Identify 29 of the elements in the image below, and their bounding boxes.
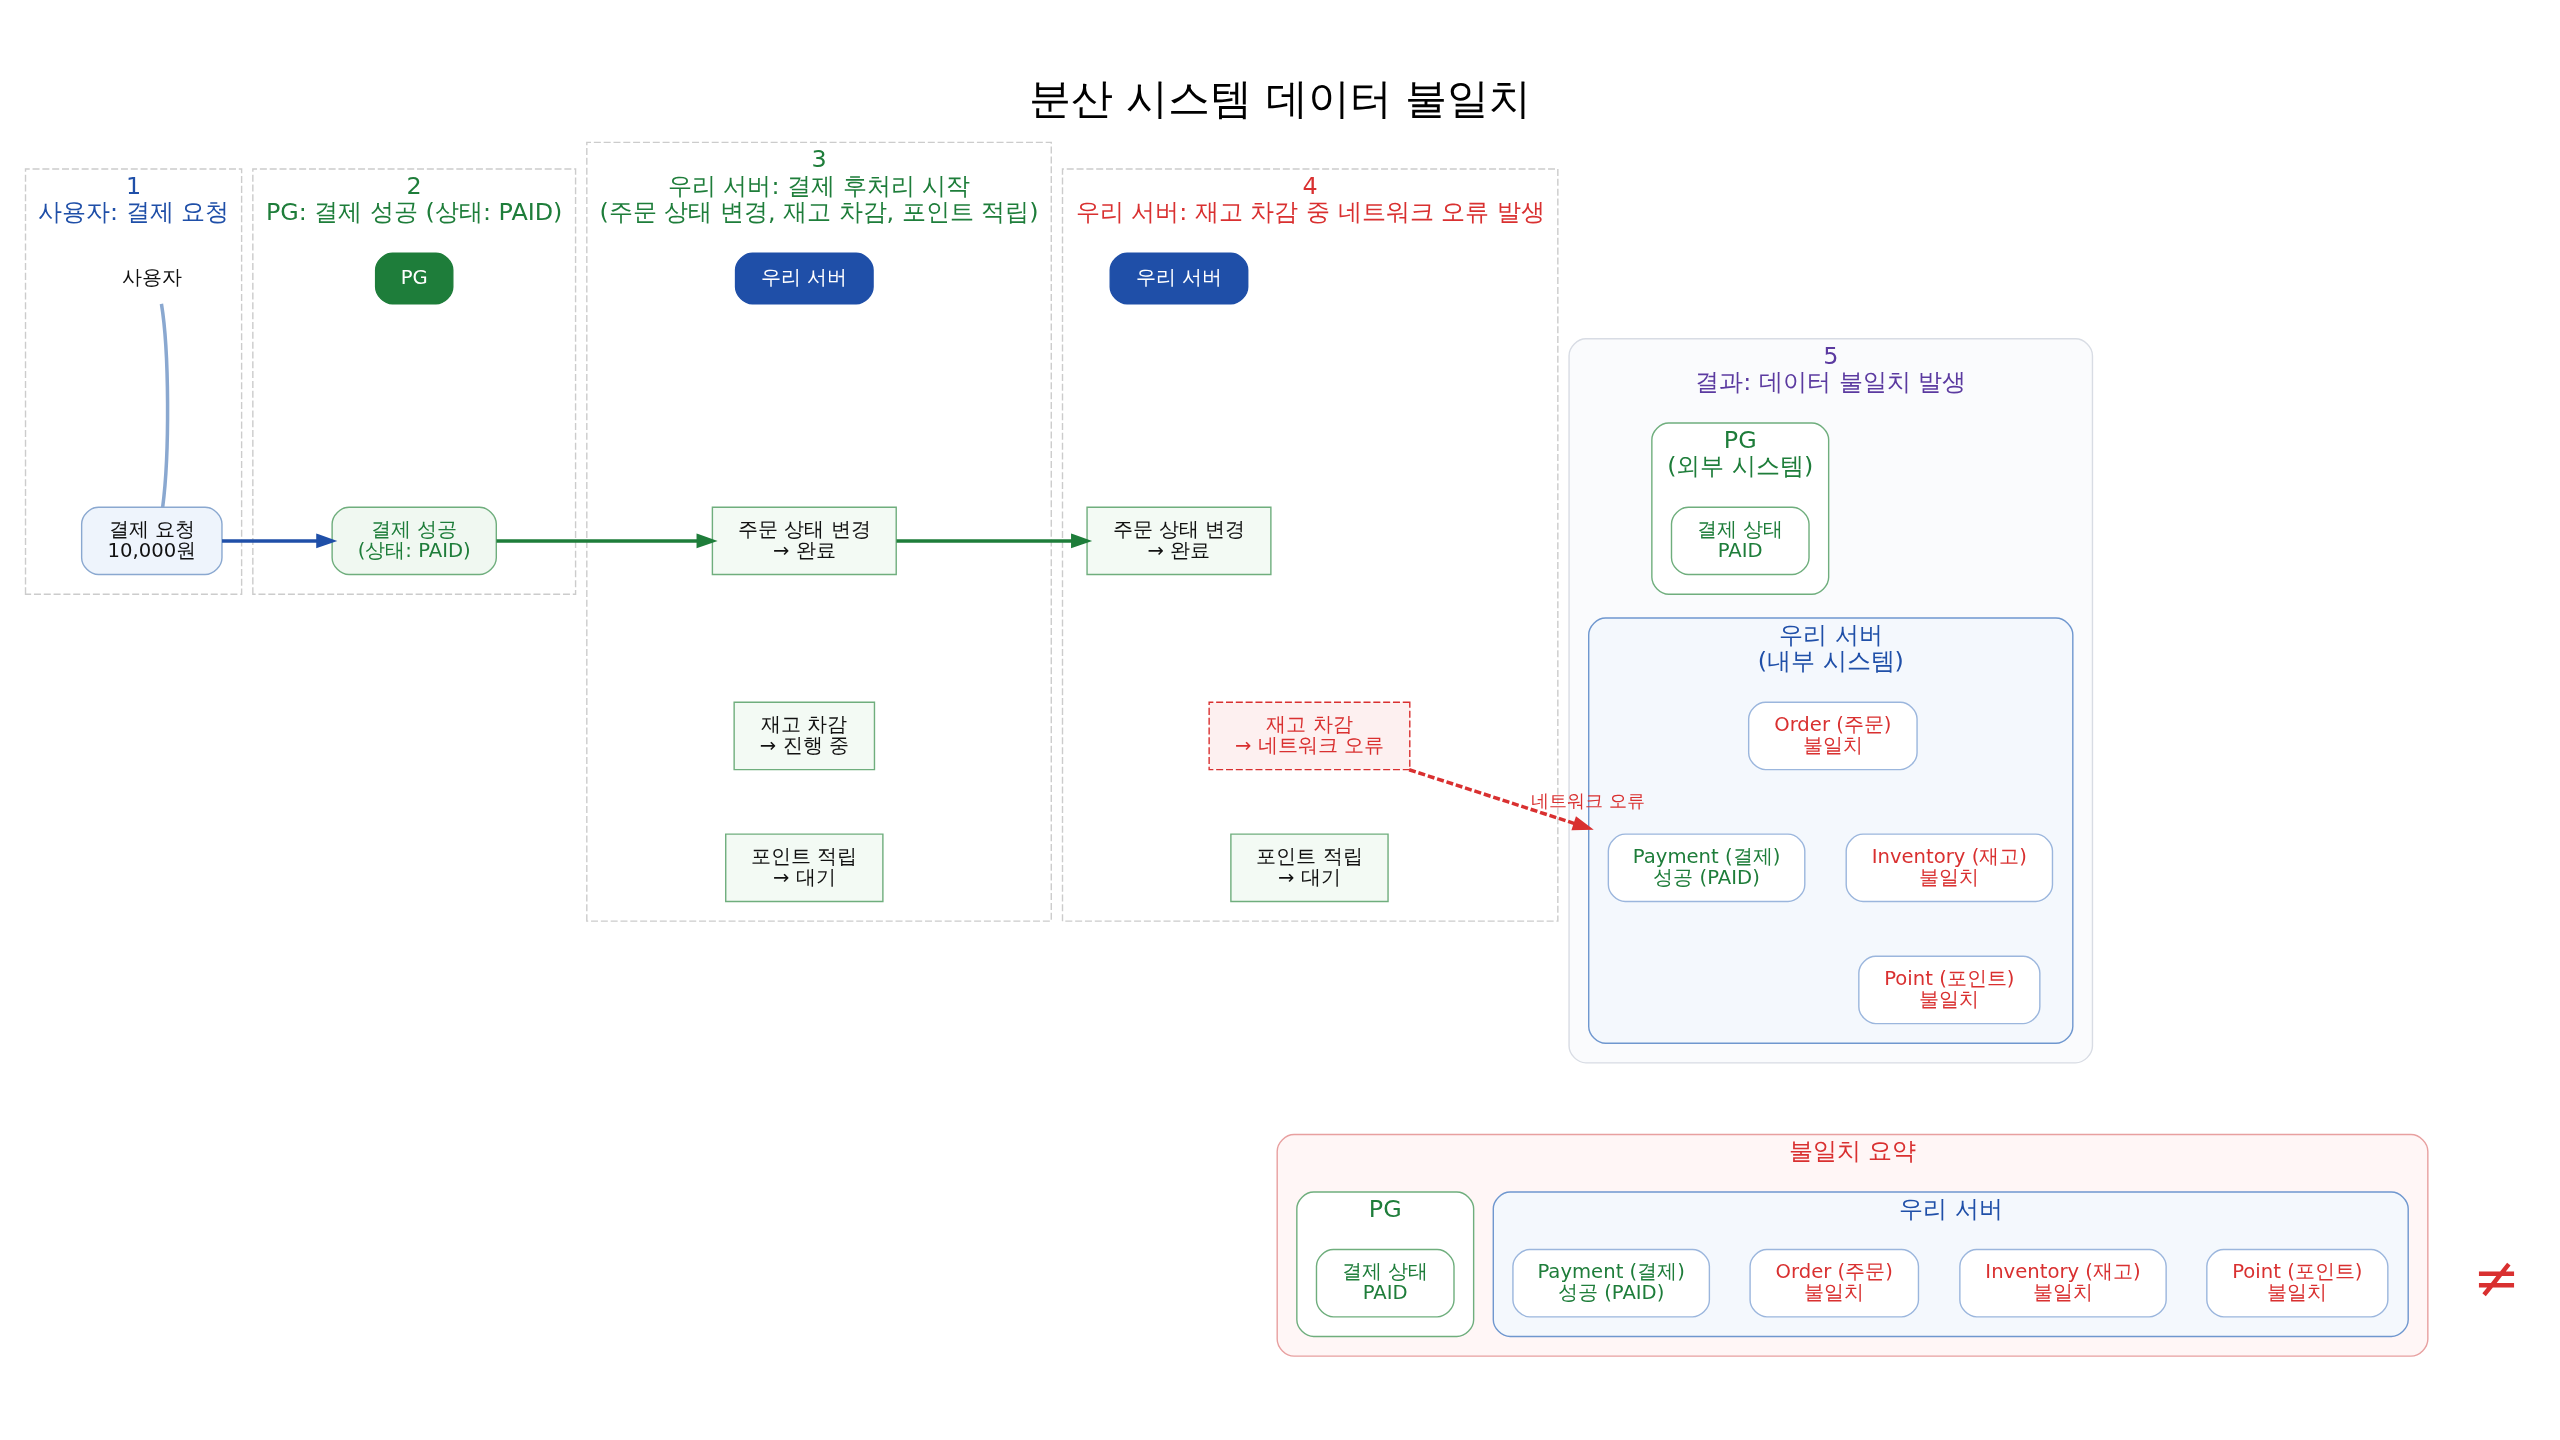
node-box: 결제 성공 (상태: PAID) <box>331 506 497 575</box>
node-box: 포인트 적립 → 대기 <box>1230 832 1389 902</box>
node-box: Order (주문) 불일치 <box>1749 1248 1920 1318</box>
arrow <box>222 533 338 548</box>
node-box: 주문 상태 변경 → 완료 <box>1086 506 1272 575</box>
node-box: Inventory (재고) 불일치 <box>1959 1248 2167 1318</box>
arrow <box>496 533 718 548</box>
node-box: Payment (결제) 성공 (PAID) <box>1607 832 1806 902</box>
node-box: Payment (결제) 성공 (PAID) <box>1512 1248 1711 1318</box>
node-box: Inventory (재고) 불일치 <box>1845 832 2054 902</box>
node-box: Order (주문) 불일치 <box>1748 701 1918 770</box>
node-box: 주문 상태 변경 → 완료 <box>711 506 897 575</box>
node-box: 포인트 적립 → 대기 <box>725 832 884 902</box>
node-box: 결제 상태 PAID <box>1315 1248 1455 1318</box>
arrow <box>1408 767 1594 830</box>
connector <box>159 303 170 507</box>
node-box: Point (포인트) 불일치 <box>1858 955 2041 1024</box>
node-box: PG <box>374 252 454 304</box>
label: ≠ <box>2473 1244 2521 1310</box>
node-box: 재고 차감 → 진행 중 <box>733 701 876 770</box>
node-box: 결제 요청 10,000원 <box>80 506 223 575</box>
node-box: 우리 서버 <box>1109 252 1249 304</box>
node-box: Point (포인트) 불일치 <box>2206 1248 2389 1318</box>
arrow <box>896 533 1093 548</box>
node-box: 우리 서버 <box>734 252 874 304</box>
node-text: 사용자 <box>121 265 182 289</box>
diagram-title: 분산 시스템 데이터 불일치 <box>1028 73 1532 123</box>
node-box: 재고 차감 → 네트워크 오류 <box>1208 701 1411 770</box>
node-box: 결제 상태 PAID <box>1670 506 1810 575</box>
